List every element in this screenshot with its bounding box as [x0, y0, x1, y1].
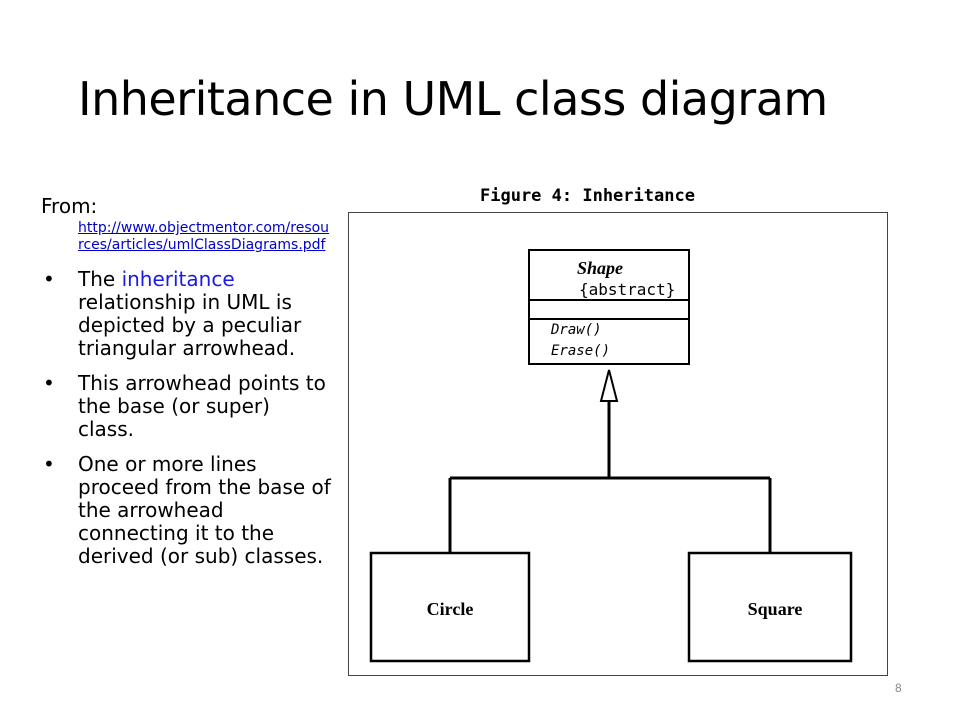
class-square: Square [687, 551, 853, 663]
bullet-item: • The inheritance relationship in UML is… [43, 267, 302, 360]
bullet-dot: • [43, 371, 55, 395]
class-name: Circle [427, 599, 474, 619]
bullet-dot: • [43, 267, 55, 291]
source-label: From: [41, 194, 98, 218]
figure-caption: Figure 4: Inheritance [480, 186, 695, 206]
source-citation: From: http://www.objectmentor.com/resour… [41, 195, 331, 254]
content-text: From: http://www.objectmentor.com/resour… [41, 195, 331, 580]
class-shape: Shape {abstract} Draw() Erase() [528, 249, 690, 365]
uml-diagram: Shape {abstract} Draw() Erase() Circle S… [348, 212, 888, 676]
source-link[interactable]: http://www.objectmentor.com/resources/ar… [78, 220, 330, 253]
bullet-item: • One or more lines proceed from the bas… [43, 452, 331, 568]
bullet-list: • The inheritance relationship in UML is… [41, 268, 331, 568]
inheritance-arrowhead [599, 369, 619, 402]
bullet-dot: • [43, 452, 55, 476]
uml-diagram-svg: Shape {abstract} Draw() Erase() Circle S… [369, 249, 853, 663]
class-box [528, 249, 690, 365]
highlighted-term: inheritance [121, 267, 235, 291]
class-name: Shape [577, 258, 623, 278]
class-box [369, 551, 531, 663]
class-name: Square [748, 599, 803, 619]
class-operation: Erase() [551, 343, 610, 359]
class-stereotype: {abstract} [579, 280, 675, 299]
bullet-item: • This arrowhead points to the base (or … [43, 371, 326, 441]
class-operation: Draw() [550, 322, 602, 338]
class-box [687, 551, 853, 663]
page-number: 8 [895, 681, 902, 695]
class-circle: Circle [369, 551, 531, 663]
slide-title: Inheritance in UML class diagram [78, 72, 828, 126]
